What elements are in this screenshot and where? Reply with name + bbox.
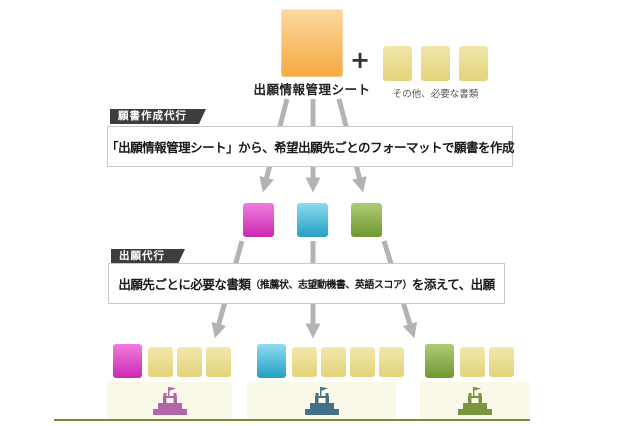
university-building-icon — [304, 387, 339, 415]
destination-format-sheet-blue — [257, 344, 286, 378]
destination-docs-green — [425, 344, 518, 378]
application-info-sheet-label: 出願情報管理シート — [253, 82, 371, 97]
step2-description-box: 出願先ごとに必要な書類（推薦状、志望動機書、英語スコア）を添えて、出願 — [108, 263, 505, 304]
other-doc-sheet — [459, 46, 488, 81]
destination-docs-blue — [257, 344, 408, 378]
attached-doc-sheet — [460, 347, 485, 377]
other-doc-sheet — [421, 46, 450, 81]
attached-doc-sheet — [206, 347, 231, 377]
university-building-icon — [152, 387, 187, 415]
destination-strip-pink — [107, 382, 232, 419]
format-sheet-green — [351, 203, 382, 237]
university-building-icon — [458, 387, 492, 415]
destination-format-sheet-green — [425, 344, 454, 378]
step2-text-suffix: を添えて、出願 — [411, 277, 495, 292]
destination-format-sheet-pink — [113, 344, 142, 378]
destination-docs-pink — [113, 344, 235, 378]
other-doc-sheet — [383, 46, 412, 81]
application-info-sheet — [281, 9, 343, 77]
bottom-baseline — [54, 419, 530, 421]
other-required-docs-label: その他、必要な書類 — [392, 89, 479, 100]
attached-doc-sheet — [489, 347, 514, 377]
attached-doc-sheet — [148, 347, 173, 377]
format-sheet-pink — [243, 203, 274, 237]
format-sheet-blue — [297, 203, 328, 237]
step2-text-paren: （推薦状、志望動機書、英語スコア） — [250, 280, 412, 291]
destination-strip-blue — [247, 382, 396, 419]
attached-doc-sheet — [379, 347, 404, 377]
step1-description-box: 「出願情報管理シート」から、希望出願先ごとのフォーマットで願書を作成 — [106, 126, 514, 167]
other-required-docs — [383, 46, 488, 81]
step2-badge: 出願代行 — [111, 249, 185, 264]
step1-badge: 願書作成代行 — [110, 109, 206, 124]
attached-doc-sheet — [321, 347, 346, 377]
attached-doc-sheet — [292, 347, 317, 377]
attached-doc-sheet — [177, 347, 202, 377]
step2-text-prefix: 出願先ごとに必要な書類 — [118, 277, 251, 292]
attached-doc-sheet — [350, 347, 375, 377]
plus-sign: + — [350, 46, 371, 74]
format-sheets-row — [243, 203, 382, 237]
destination-strip-green — [420, 382, 530, 419]
